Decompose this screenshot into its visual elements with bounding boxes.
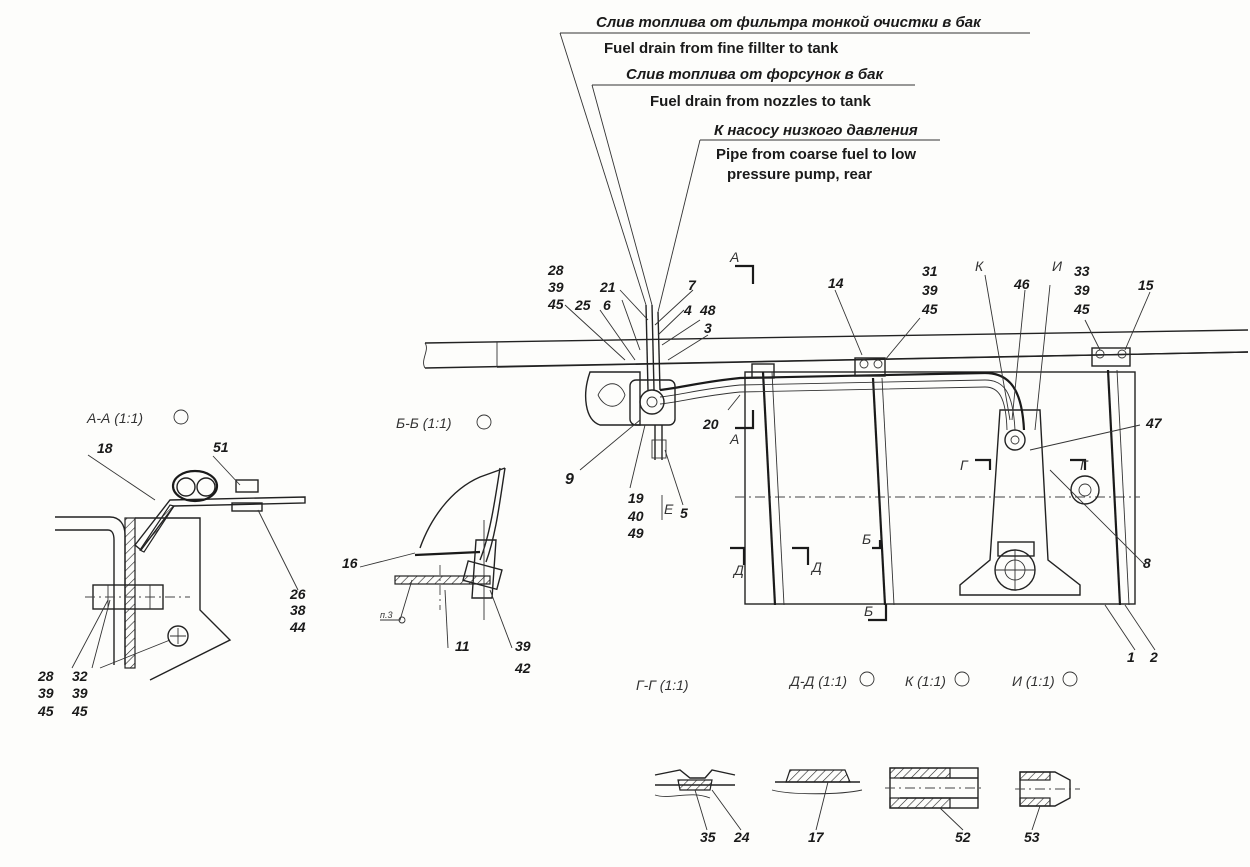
callout-24: 24	[733, 829, 750, 845]
detail-gg	[654, 769, 742, 831]
callout-18: 18	[97, 440, 113, 456]
callout-26: 26	[289, 586, 306, 602]
view-dd-label: Д-Д (1:1)	[788, 673, 847, 689]
callout-21: 21	[599, 279, 616, 295]
section-marks	[661, 264, 1087, 687]
mark-a-top: А	[729, 249, 739, 265]
callout-47: 47	[1145, 415, 1163, 431]
mark-e: Е	[664, 501, 674, 517]
note-leaders	[559, 32, 1030, 313]
callout-33: 33	[1074, 263, 1090, 279]
view-labels: А-А (1:1) Б-Б (1:1) Г-Г (1:1) Д-Д (1:1) …	[86, 249, 1089, 693]
callout-25: 25	[574, 297, 591, 313]
callout-35: 35	[700, 829, 716, 845]
callout-48: 48	[699, 302, 716, 318]
callout-39-main: 39	[548, 279, 564, 295]
callout-51: 51	[213, 439, 229, 455]
callout-1: 1	[1127, 649, 1135, 665]
section-aa	[55, 409, 306, 681]
fuel-tank	[735, 369, 1140, 606]
callout-53: 53	[1024, 829, 1040, 845]
callout-39-bb: 39	[515, 638, 531, 654]
mark-g-right: Г	[1080, 457, 1089, 473]
callout-45-aa2: 45	[71, 703, 88, 719]
mark-i: И	[1052, 258, 1063, 274]
callout-45-main: 45	[547, 296, 564, 312]
section-bb	[359, 414, 513, 649]
callout-5: 5	[680, 505, 688, 521]
callout-3: 3	[704, 320, 712, 336]
callout-7: 7	[688, 277, 697, 293]
callout-39-aa2: 39	[72, 685, 88, 701]
callout-38: 38	[290, 602, 306, 618]
note-fine-filter-en: Fuel drain from fine fillter to tank	[604, 40, 839, 57]
detail-dd	[771, 769, 863, 831]
note-nozzles-ru: Слив топлива от форсунок в бак	[626, 66, 884, 83]
callout-numbers: 18 51 26 38 44 28 39 45 32 39 45 16 11 3…	[37, 262, 1163, 845]
view-i-label: И (1:1)	[1012, 673, 1055, 689]
mark-g-left: Г	[960, 457, 969, 473]
callout-28: 28	[547, 262, 564, 278]
callout-4: 4	[683, 302, 692, 318]
callout-39-aa: 39	[38, 685, 54, 701]
detail-k	[885, 767, 985, 831]
mark-a-bottom: А	[729, 431, 739, 447]
callout-16: 16	[342, 555, 358, 571]
callout-42: 42	[514, 660, 531, 676]
filter-assembly	[585, 347, 1131, 460]
note-p3: п.3	[380, 610, 392, 620]
note-nozzles-en: Fuel drain from nozzles to tank	[650, 93, 871, 110]
callout-9: 9	[565, 471, 574, 488]
mark-d-left: Д	[732, 562, 744, 578]
callout-19: 19	[628, 490, 644, 506]
callout-39-33: 39	[1074, 282, 1090, 298]
mark-k: К	[975, 258, 984, 274]
mark-b-top: Б	[862, 531, 871, 547]
detail-i	[1015, 771, 1080, 831]
callout-15: 15	[1138, 277, 1154, 293]
frame-rail	[423, 329, 1249, 369]
view-k-label: К (1:1)	[905, 673, 946, 689]
callout-31: 31	[922, 263, 938, 279]
callout-20: 20	[702, 416, 719, 432]
callout-6: 6	[603, 297, 611, 313]
note-lp-pump-en2: pressure pump, rear	[727, 166, 873, 183]
callout-52: 52	[955, 829, 971, 845]
callout-45-33: 45	[1073, 301, 1090, 317]
callout-14: 14	[828, 275, 844, 291]
fuel-lines	[645, 304, 1026, 431]
callout-44: 44	[289, 619, 306, 635]
callout-45-aa: 45	[37, 703, 54, 719]
note-fine-filter-ru: Слив топлива от фильтра тонкой очистки в…	[596, 14, 981, 31]
callout-28-aa: 28	[37, 668, 54, 684]
note-lp-pump-en: Pipe from coarse fuel to low	[716, 146, 917, 163]
callout-39-31: 39	[922, 282, 938, 298]
note-lp-pump-ru: К насосу низкого давления	[714, 122, 918, 139]
view-bb-label: Б-Б (1:1)	[396, 415, 452, 431]
callout-11: 11	[455, 638, 470, 654]
mark-b-bottom: Б	[864, 603, 873, 619]
callout-32: 32	[72, 668, 88, 684]
callout-40: 40	[627, 508, 644, 524]
callout-2: 2	[1149, 649, 1158, 665]
callout-17: 17	[808, 829, 825, 845]
callout-leaders	[564, 274, 1156, 651]
view-aa-label: А-А (1:1)	[86, 410, 143, 426]
view-gg-label: Г-Г (1:1)	[636, 677, 689, 693]
callout-8: 8	[1143, 555, 1151, 571]
callout-46: 46	[1013, 276, 1030, 292]
callout-45-31: 45	[921, 301, 938, 317]
mark-d-right: Д	[810, 559, 822, 575]
callout-49: 49	[627, 525, 644, 541]
